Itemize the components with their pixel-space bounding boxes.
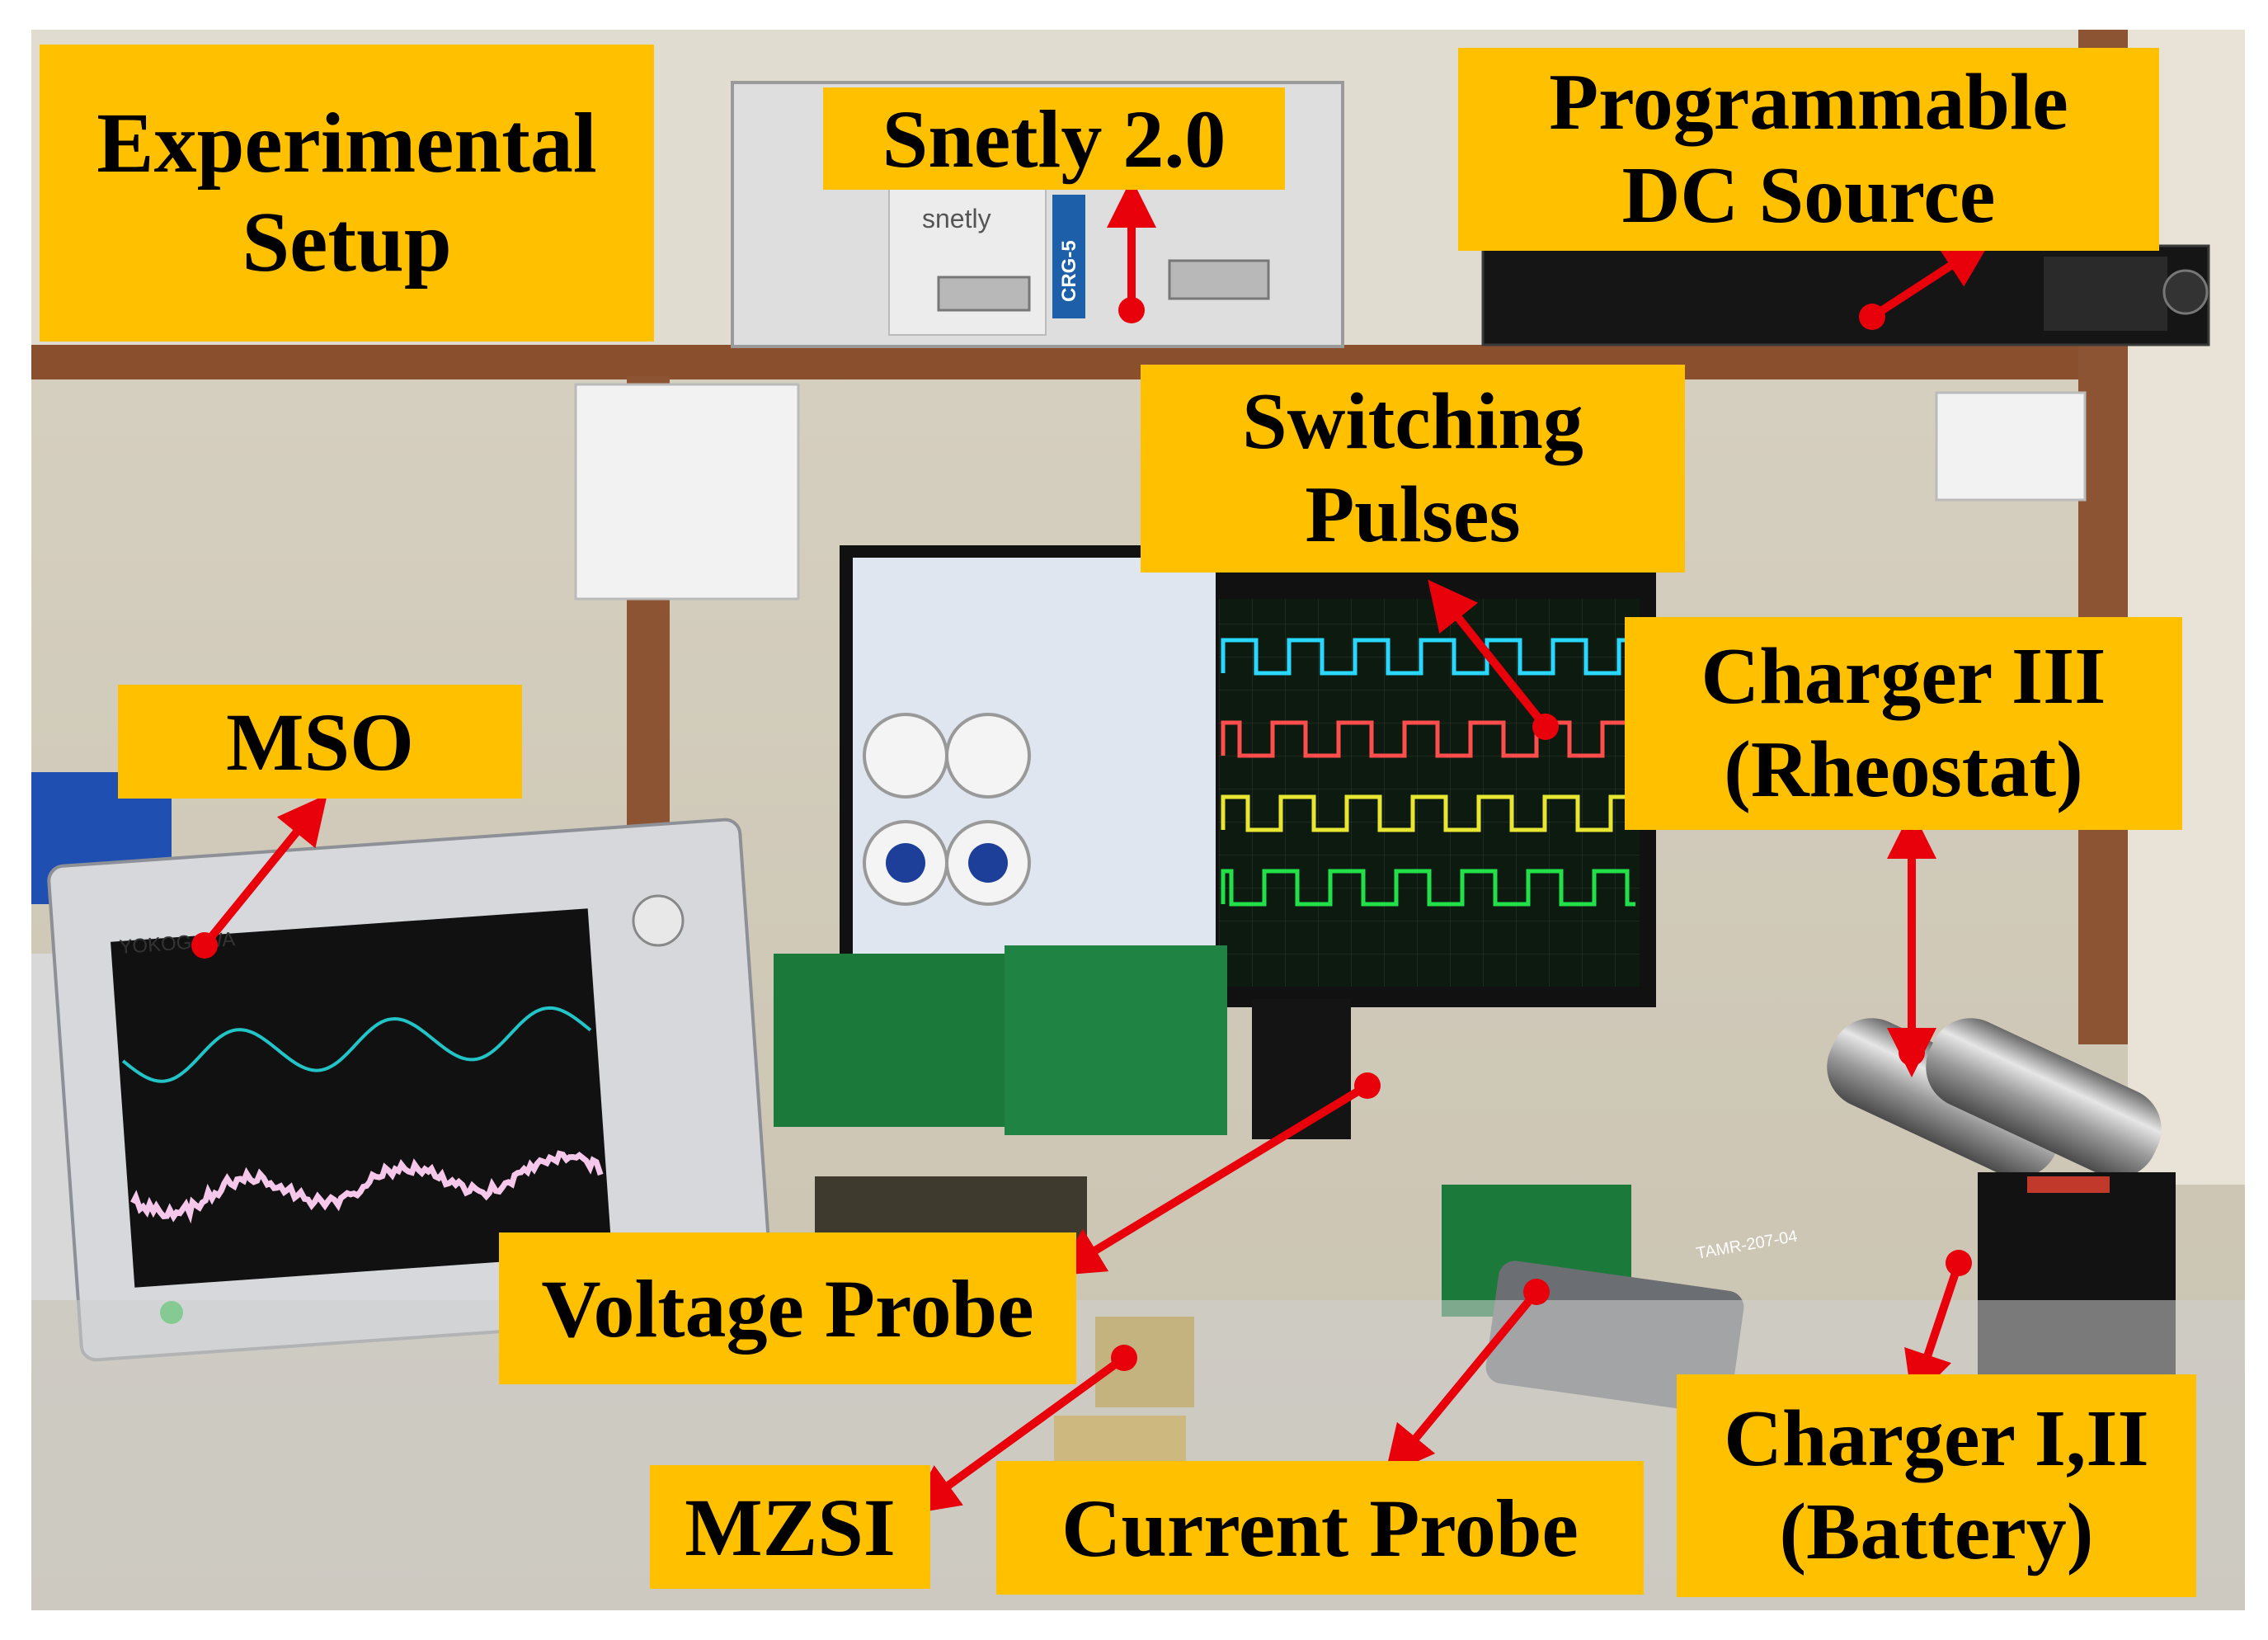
board-2 [1005,945,1227,1135]
label-switching-pulses: Switching Pulses [1141,365,1685,573]
dc-source-keypad [2044,257,2167,331]
experimental-setup-photo: snetly CRG-5 YOKOGAWA [31,30,2245,1610]
crg-badge-text: CRG-5 [1058,240,1080,302]
socket-strip-right [1936,393,2085,500]
label-mzsi: MZSI [650,1465,930,1589]
dial-2 [947,714,1029,797]
label-charger-3: Charger III (Rheostat) [1625,617,2182,830]
black-box [1252,999,1351,1139]
snetly-front-text: snetly [922,204,991,233]
shelf-board [31,345,2245,379]
battery-terminal [2027,1176,2110,1193]
dial-1 [864,714,947,797]
mso-screen [111,908,612,1287]
label-mso: MSO [118,685,522,799]
dial-4-knob [968,843,1008,883]
label-current-probe: Current Probe [996,1461,1644,1595]
label-charger-12: Charger I,II (Battery) [1677,1374,2196,1597]
label-dc-source: Programmable DC Source [1458,48,2159,251]
db-connector [1169,261,1268,299]
db-connector-2 [939,277,1029,310]
dial-3-knob [886,843,925,883]
board-1 [774,954,1005,1127]
dc-source-knob [2164,271,2207,313]
label-experimental-setup: Experimental Setup [40,45,654,342]
pulse-screen-grid [1219,599,1640,987]
label-snetly: Snetly 2.0 [823,87,1285,190]
label-voltage-probe: Voltage Probe [499,1232,1076,1384]
socket-strip [576,384,798,599]
mso-knob [633,896,683,945]
